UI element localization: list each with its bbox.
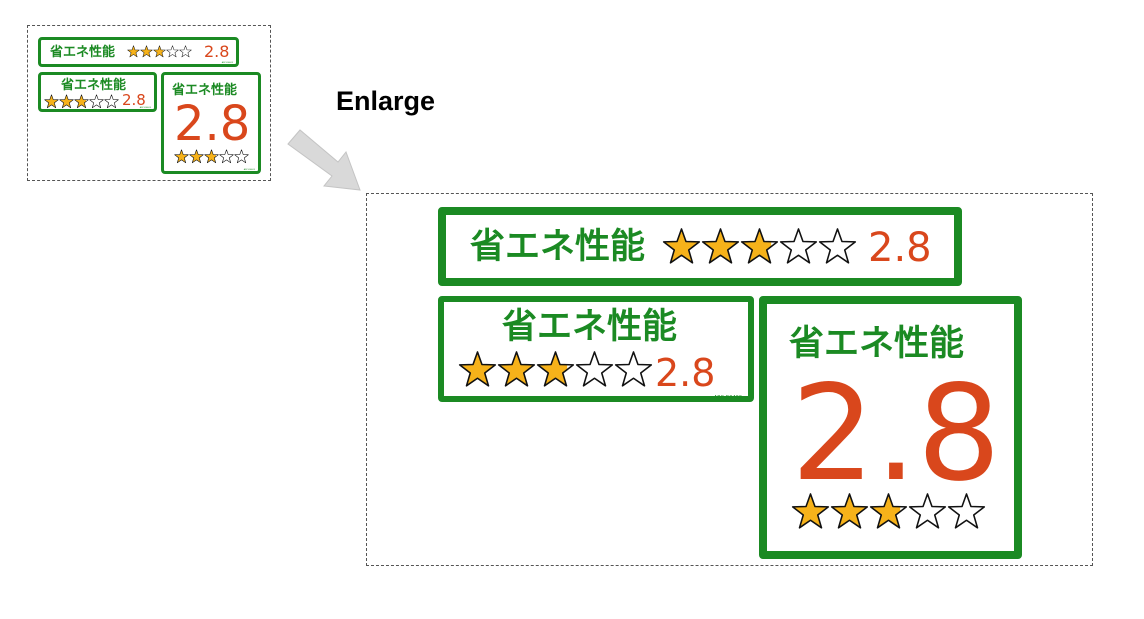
star-icon [89, 94, 104, 109]
star-icon [104, 94, 119, 109]
label-title: 省エネ性能 [470, 227, 646, 267]
star-icon [575, 351, 614, 387]
enlarge-arrow-icon [287, 129, 361, 191]
star-icon [174, 149, 189, 164]
star-icon [59, 94, 74, 109]
star-icon [830, 493, 869, 529]
star-icon [458, 351, 497, 387]
star-icon [791, 493, 830, 529]
star-rating [791, 492, 986, 531]
label-title: 省エネ性能 [172, 83, 238, 98]
small-medium-label: 省エネ性能 2.8 ARC-R0409 [38, 72, 157, 112]
product-code: ARC-R0409 [221, 62, 233, 64]
label-title: 省エネ性能 [50, 45, 116, 60]
label-title: 省エネ性能 [789, 324, 965, 364]
rating-number: 2.8 [122, 91, 146, 109]
star-icon [779, 228, 818, 264]
label-title: 省エネ性能 [502, 307, 678, 347]
star-icon [219, 149, 234, 164]
star-icon [44, 94, 59, 109]
star-rating [458, 350, 653, 389]
star-icon [153, 45, 166, 58]
star-icon [166, 45, 179, 58]
star-rating [174, 149, 249, 164]
star-icon [818, 228, 857, 264]
star-icon [179, 45, 192, 58]
star-rating [662, 227, 857, 266]
label-title: 省エネ性能 [61, 78, 127, 93]
rating-number: 2.8 [791, 357, 1001, 511]
star-icon [234, 149, 249, 164]
product-code: ARC-R0409 [919, 278, 948, 284]
star-icon [497, 351, 536, 387]
small-horizontal-label: 省エネ性能 2.8 ARC-R0409 [38, 37, 239, 67]
small-vertical-label: 省エネ性能 2.8 ARC-R0409 [161, 72, 261, 174]
star-icon [869, 493, 908, 529]
star-icon [614, 351, 653, 387]
star-icon [204, 149, 219, 164]
star-icon [127, 45, 140, 58]
star-icon [536, 351, 575, 387]
star-rating [44, 94, 119, 109]
large-vertical-label: 省エネ性能 2.8 ARC-R0409 [759, 296, 1022, 559]
star-icon [908, 493, 947, 529]
star-icon [662, 228, 701, 264]
rating-number: 2.8 [174, 96, 251, 152]
rating-number: 2.8 [655, 351, 716, 395]
product-code: ARC-R0409 [243, 169, 255, 171]
small-labels-frame: 省エネ性能 2.8 ARC-R0409 省エネ性能 2.8 ARC-R0409 … [27, 25, 271, 181]
star-icon [189, 149, 204, 164]
star-icon [701, 228, 740, 264]
rating-number: 2.8 [204, 42, 230, 61]
star-icon [740, 228, 779, 264]
star-icon [74, 94, 89, 109]
enlarged-labels-frame: 省エネ性能 2.8 ARC-R0409 省エネ性能 2.8 ARC-R0409 … [366, 193, 1093, 566]
large-medium-label: 省エネ性能 2.8 ARC-R0409 [438, 296, 754, 402]
rating-number: 2.8 [868, 225, 932, 271]
product-code: ARC-R0409 [713, 395, 742, 401]
star-icon [947, 493, 986, 529]
product-code: ARC-R0409 [979, 551, 1008, 557]
star-icon [140, 45, 153, 58]
enlarge-label: Enlarge [336, 86, 436, 116]
star-rating [127, 45, 192, 58]
large-horizontal-label: 省エネ性能 2.8 ARC-R0409 [438, 207, 962, 286]
product-code: ARC-R0409 [139, 107, 151, 109]
